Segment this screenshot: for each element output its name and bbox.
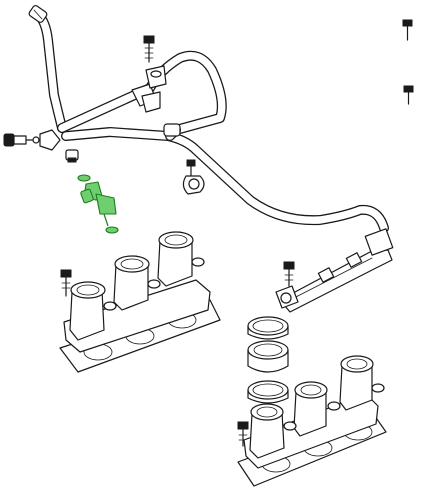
bolt-manifold-left xyxy=(60,269,72,297)
fuel-injector-highlighted xyxy=(65,149,119,234)
bolt-right xyxy=(403,85,414,105)
intake-manifold-right xyxy=(237,355,387,487)
bolt-rail-right xyxy=(283,261,295,287)
fuel-pressure-sensor xyxy=(3,129,61,151)
seal-ring-2 xyxy=(247,340,289,373)
seal-ring-1 xyxy=(247,316,289,340)
bolt-top xyxy=(143,35,155,63)
pipe-end-connector xyxy=(28,5,48,23)
pipe-clamp xyxy=(182,159,205,195)
bolt-upper-right xyxy=(402,19,413,41)
fuel-rail-right xyxy=(275,228,394,313)
rail-mount-bracket xyxy=(145,65,167,89)
seal-ring-3 xyxy=(247,380,289,404)
intake-manifold-left xyxy=(59,231,221,373)
pipe-clip xyxy=(131,83,161,113)
pipe-junction xyxy=(163,123,181,137)
